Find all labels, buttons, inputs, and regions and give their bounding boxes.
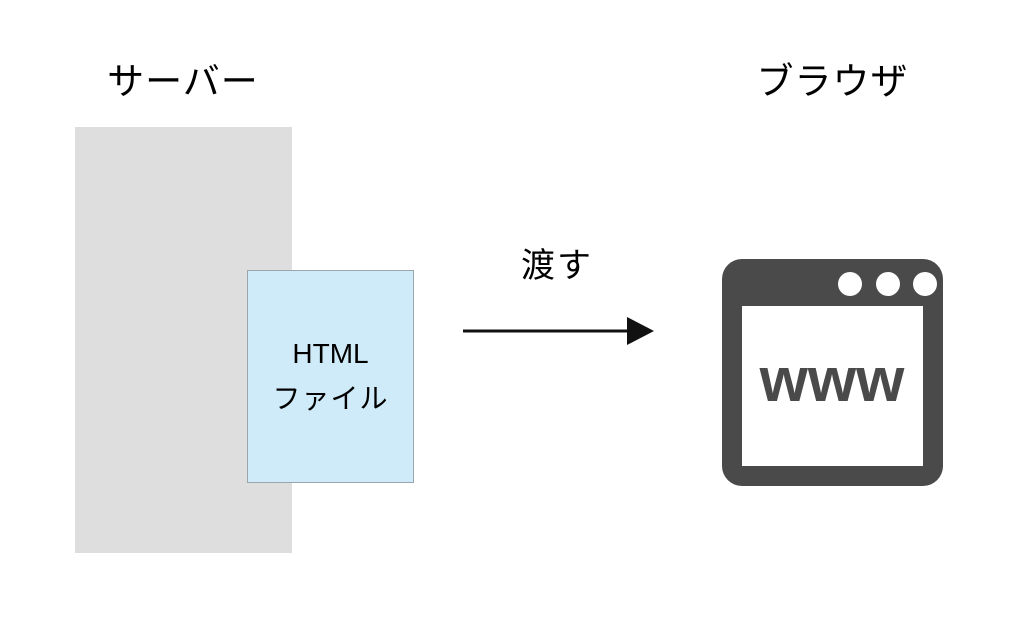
- window-dot-icon: [876, 272, 900, 296]
- window-dot-icon: [913, 272, 937, 296]
- flow-arrow-icon: [463, 317, 654, 345]
- browser-window-icon: www: [722, 259, 943, 486]
- browser-title-label: ブラウザ: [756, 61, 909, 102]
- server-title-label: サーバー: [107, 61, 259, 102]
- html-file-label-line1: HTML: [292, 338, 369, 370]
- arrow-label: 渡す: [521, 247, 593, 285]
- browser-content-area: [742, 306, 923, 466]
- browser-www-text: www: [759, 346, 905, 415]
- window-dot-icon: [838, 272, 862, 296]
- html-file-label-line2: ファイル: [272, 382, 389, 414]
- html-file-card: HTML ファイル: [247, 270, 414, 483]
